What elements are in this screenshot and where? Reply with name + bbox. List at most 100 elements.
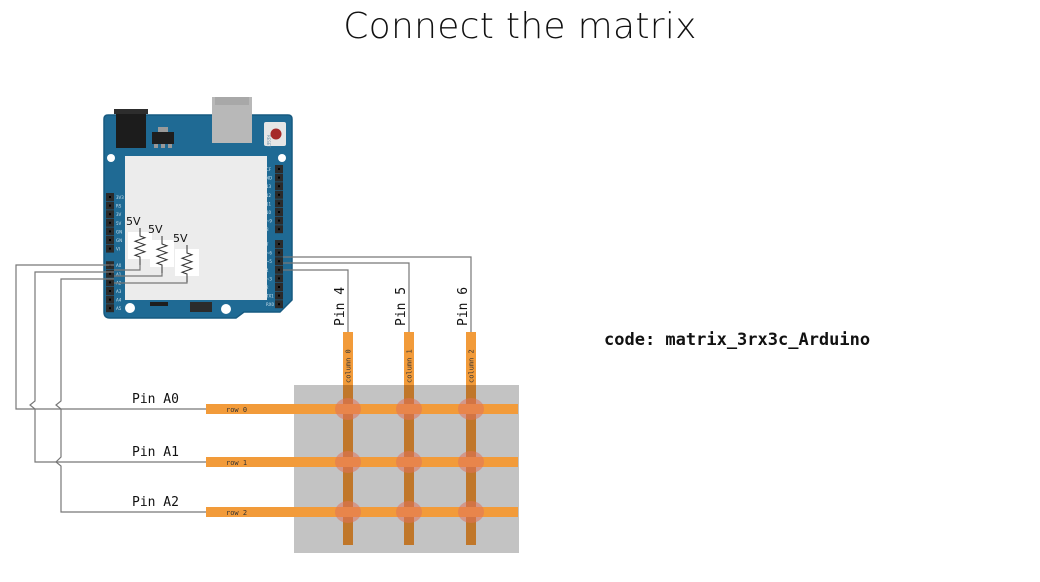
pin-label: GN	[116, 238, 122, 243]
pin-label: ~3	[266, 276, 272, 281]
wire-pin-6	[283, 256, 472, 334]
matrix-button[interactable]	[335, 451, 361, 473]
regulator-tab	[158, 127, 168, 132]
resistor-icon	[133, 228, 147, 265]
pin-label: 4	[266, 268, 269, 273]
power-jack-lip	[114, 109, 148, 114]
page-title: Connect the matrix	[343, 6, 697, 47]
row-pin-label: Pin A1	[132, 445, 179, 460]
resistor-icon	[155, 236, 169, 273]
matrix-button[interactable]	[335, 398, 361, 420]
matrix-button[interactable]	[335, 501, 361, 523]
pin-hole	[109, 204, 111, 207]
matrix-button[interactable]	[458, 501, 484, 523]
pin-hole	[278, 228, 280, 231]
pullup-resistors: 5V 5V 5V	[126, 215, 199, 282]
pin-hole	[109, 230, 111, 233]
wire-pin-5	[283, 262, 410, 334]
mounting-hole	[107, 154, 115, 162]
pin-hole	[278, 168, 280, 170]
pin-label: RS	[116, 204, 122, 209]
pin-hole	[278, 193, 280, 196]
column-pin-label: Pin 5	[394, 287, 409, 326]
pin-hole	[278, 202, 280, 205]
pin-label: A5	[116, 306, 122, 311]
pin-hole	[278, 176, 280, 179]
regulator-leg	[154, 144, 158, 148]
pin-hole	[109, 247, 111, 250]
pin-label: VI	[116, 247, 120, 252]
chip	[150, 302, 168, 306]
row-strip	[206, 457, 518, 467]
pin-label: 13	[266, 184, 272, 189]
row-strip-label: row 0	[226, 406, 247, 414]
matrix-button[interactable]	[396, 451, 422, 473]
matrix-button[interactable]	[396, 398, 422, 420]
resistor-icon	[180, 245, 194, 282]
pin-hole	[109, 307, 111, 310]
pin-hole	[109, 239, 111, 241]
wires	[15, 256, 472, 513]
column-strip	[343, 332, 353, 545]
resistor-voltage-label: 5V	[126, 215, 141, 228]
wire-resistor-a2	[114, 282, 188, 284]
matrix-button[interactable]	[458, 398, 484, 420]
pin-label: ND	[266, 176, 272, 181]
regulator-leg	[168, 144, 172, 148]
power-jack	[116, 110, 146, 148]
pin-hole	[278, 219, 280, 222]
pin-hole	[278, 277, 280, 280]
pin-hole	[109, 272, 111, 275]
mounting-hole	[278, 154, 286, 162]
pin-label: CF	[266, 167, 272, 172]
resistor-voltage-label: 5V	[173, 232, 188, 245]
column-pin-label: Pin 6	[456, 287, 471, 326]
pin-hole	[278, 260, 280, 263]
reset-button[interactable]	[270, 128, 282, 140]
reset-label: RESET	[266, 135, 271, 148]
row-pin-label: Pin A0	[132, 392, 179, 407]
pin-hole	[278, 185, 280, 188]
matrix-button[interactable]	[458, 451, 484, 473]
pin-label: 3V	[116, 212, 122, 217]
pin-hole	[278, 286, 280, 288]
row-strip	[206, 404, 518, 414]
pin-label: ~6	[266, 251, 272, 256]
matrix-button[interactable]	[396, 501, 422, 523]
pin-label: 3V3	[116, 195, 124, 200]
row-strip-label: row 2	[226, 509, 247, 517]
column-strip-label: column 0	[345, 349, 353, 383]
code-label: code: matrix_3rx3c_Arduino	[604, 330, 871, 350]
column-strip	[404, 332, 414, 545]
usb-connector-top	[215, 97, 249, 105]
mounting-hole	[125, 303, 135, 313]
pin-hole	[109, 221, 111, 224]
pin-hole	[109, 290, 111, 292]
pin-hole	[278, 303, 280, 306]
pin-label: A4	[116, 298, 122, 303]
pin-label: 11	[266, 201, 272, 206]
column-strip-tab	[404, 332, 414, 385]
pin-label: 12	[266, 193, 272, 198]
wire-resistor-a0	[114, 265, 141, 271]
column-strip-tab	[343, 332, 353, 385]
icsp-header	[190, 302, 212, 312]
wire-pin-a1	[29, 271, 208, 463]
column-strip-tab	[466, 332, 476, 385]
wire-pin-4	[283, 269, 349, 334]
pin-hole	[109, 281, 111, 284]
pin-label: 2	[266, 285, 269, 290]
row-strip-label: row 1	[226, 459, 247, 467]
column-pin-label: Pin 4	[333, 287, 348, 326]
pin-hole	[109, 213, 111, 216]
resistor-voltage-label: 5V	[148, 223, 163, 236]
pin-label: A3	[116, 289, 122, 294]
pin-hole	[109, 298, 111, 301]
pin-hole	[278, 243, 280, 245]
pin-label: ~5	[266, 259, 272, 264]
